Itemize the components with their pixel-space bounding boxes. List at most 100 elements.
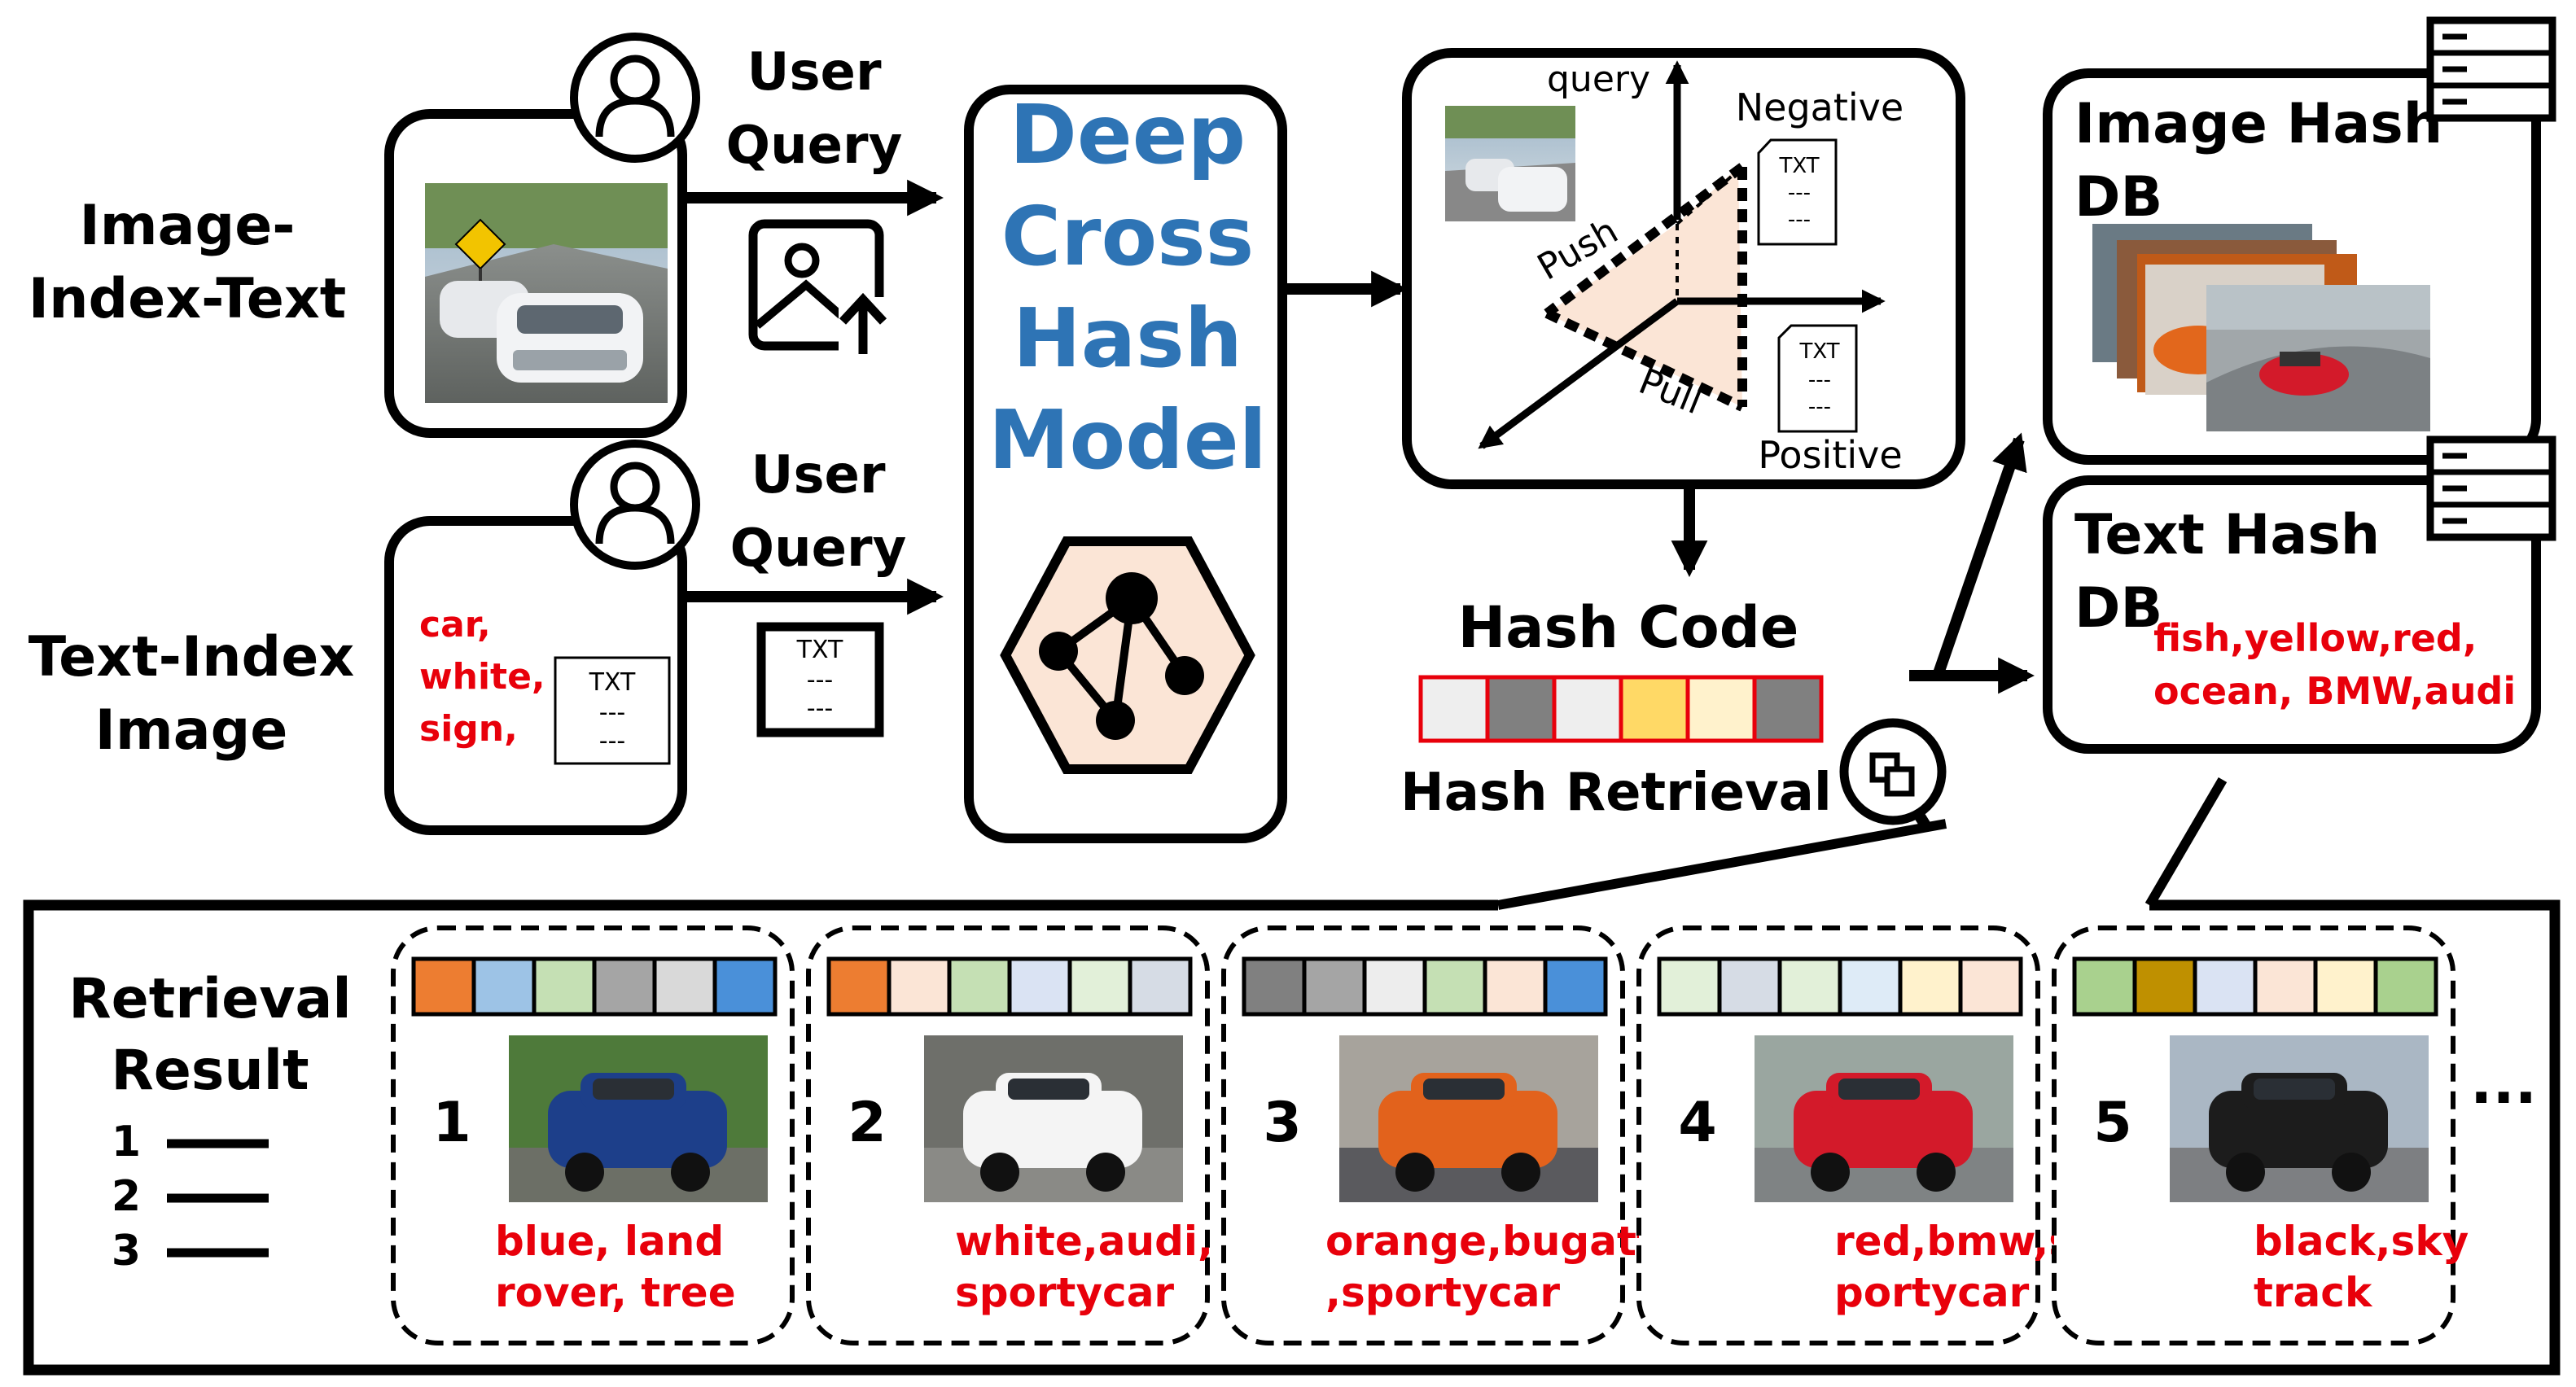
result-hash-cell	[1777, 956, 1842, 1017]
result-hash-cell	[1838, 956, 1903, 1017]
result-keywords-line1: orange,bugatti	[1325, 1218, 1670, 1265]
hash-code-cell	[1485, 675, 1557, 743]
image-db-label-line1: Image Hash	[2074, 92, 2442, 156]
query-thumbnail	[1445, 106, 1575, 221]
svg-text:TXT: TXT	[1798, 339, 1839, 364]
hash-code-cell	[1418, 675, 1490, 743]
keyword-2: white,	[419, 656, 545, 698]
query-label-line2: Query	[726, 116, 903, 176]
text-doc-icon: TXT --- ---	[554, 656, 671, 765]
result-hash-cell	[1422, 956, 1487, 1017]
negative-doc-icon: TXT --- ---	[1757, 138, 1838, 246]
text-db-label-line2: DB	[2074, 576, 2162, 641]
results-title-line1: Retrieval	[68, 967, 351, 1031]
hash-code-cell	[1619, 675, 1690, 743]
text-db-keywords-line2: ocean, BMW,audi	[2153, 669, 2516, 713]
svg-text:---: ---	[807, 694, 833, 723]
server-icon	[2426, 435, 2556, 541]
model-title-line2: Cross	[1001, 189, 1254, 284]
result-hash-cell	[1898, 956, 1963, 1017]
negative-label: Negative	[1736, 85, 1904, 129]
result-rank: 4	[1678, 1091, 1716, 1155]
row1-label-line1: Image-	[79, 194, 295, 258]
result-keywords-line2: sportycar	[955, 1269, 1174, 1316]
text-doc-icon: TXT --- ---	[756, 622, 884, 737]
search-magnifier-icon	[1839, 718, 1947, 842]
svg-text:3: 3	[112, 1227, 141, 1275]
result-hash-cell	[1958, 956, 2023, 1017]
ranked-list-icon: 1 2 3	[112, 1118, 269, 1275]
callout-line	[1496, 819, 1947, 910]
text-db-label-line1: Text Hash	[2074, 503, 2380, 567]
result-hash-cell	[1242, 956, 1307, 1017]
query-label-line2: Query	[730, 518, 907, 579]
keyword-1: car,	[419, 604, 491, 645]
image-db-label-line2: DB	[2074, 165, 2162, 230]
result-hash-cell	[1657, 956, 1722, 1017]
hash-code-label: Hash Code	[1458, 594, 1799, 661]
hash-code-strip	[1418, 675, 1824, 743]
result-hash-cell	[712, 956, 778, 1017]
query-label-line1: User	[747, 42, 881, 103]
positive-label: Positive	[1758, 433, 1902, 477]
hash-code-cell	[1685, 675, 1757, 743]
result-keywords-line1: red,bmw,s	[1834, 1218, 2073, 1265]
query-label: query	[1547, 59, 1650, 100]
result-hash-cell	[1543, 956, 1608, 1017]
result-car-photo	[1755, 1035, 2013, 1202]
result-keywords-line2: portycar	[1834, 1269, 2030, 1316]
svg-text:---: ---	[599, 698, 625, 727]
result-hash-cell	[2373, 956, 2438, 1017]
result-car-photo	[1339, 1035, 1598, 1202]
result-rank: 5	[2093, 1091, 2131, 1155]
svg-text:TXT: TXT	[796, 636, 843, 664]
svg-text:TXT: TXT	[589, 668, 636, 697]
result-hash-cell	[2193, 956, 2258, 1017]
svg-text:---: ---	[1788, 181, 1811, 205]
image-db-photo-stack	[2092, 224, 2430, 431]
result-rank: 2	[848, 1091, 886, 1155]
result-keywords-line1: black,sky	[2254, 1218, 2469, 1265]
result-hash-cell	[411, 956, 476, 1017]
result-hash-cell	[1067, 956, 1132, 1017]
deep-cross-hash-model: Deep Cross Hash Model	[964, 85, 1287, 843]
hash-code-cell	[1552, 675, 1623, 743]
results-title-line2: Result	[111, 1039, 309, 1103]
result-rank: 3	[1263, 1091, 1301, 1155]
result-rank: 1	[432, 1091, 471, 1155]
result-keywords-line2: ,sportycar	[1325, 1269, 1560, 1316]
result-hash-cell	[532, 956, 597, 1017]
result-hash-cell	[1128, 956, 1193, 1017]
server-icon	[2426, 16, 2556, 122]
model-title-line4: Model	[988, 392, 1267, 488]
result-hash-cell	[2253, 956, 2318, 1017]
result-keywords-line1: white,audi,	[955, 1218, 1213, 1265]
svg-text:---: ---	[1808, 368, 1831, 392]
svg-text:---: ---	[1788, 208, 1811, 232]
row1-label-line2: Index-Text	[28, 267, 346, 331]
result-hash-cell	[1302, 956, 1367, 1017]
result-card: 2 white,audi,sportycar	[806, 925, 1213, 1345]
network-graph-icon	[1000, 536, 1255, 774]
result-hash-cell	[2132, 956, 2197, 1017]
result-car-photo	[509, 1035, 768, 1202]
result-hash-cell	[887, 956, 952, 1017]
result-hash-cell	[1007, 956, 1072, 1017]
result-hash-cell	[1483, 956, 1548, 1017]
svg-text:---: ---	[599, 727, 625, 755]
hash-code-cell	[1752, 675, 1824, 743]
result-hash-cell	[1717, 956, 1782, 1017]
results-ellipsis: ...	[2470, 1048, 2537, 1117]
text-hash-db: Text Hash DB fish,yellow,red, ocean, BMW…	[2043, 475, 2541, 754]
positive-doc-icon: TXT --- ---	[1777, 324, 1858, 433]
query-label-line1: User	[751, 445, 885, 505]
result-hash-cell	[2313, 956, 2378, 1017]
result-car-photo	[2170, 1035, 2429, 1202]
svg-text:---: ---	[1808, 395, 1831, 419]
result-hash-cell	[947, 956, 1012, 1017]
result-card: 4 red,bmw,sportycar	[1636, 925, 2073, 1345]
result-hash-cell	[471, 956, 537, 1017]
